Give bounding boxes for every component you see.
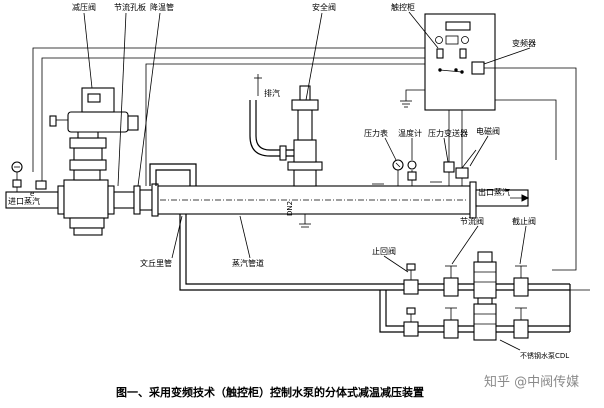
label-orifice-plate: 节流孔板	[114, 2, 146, 12]
label-control-cabinet: 触控柜	[391, 2, 415, 12]
instruments	[392, 149, 477, 186]
water-spray-pipe	[149, 163, 197, 186]
leader-lines	[83, 11, 531, 351]
label-venturi-tube: 文丘里管	[140, 258, 172, 268]
label-dn2: DN2	[286, 201, 294, 216]
label-reducing-valve: 减压阀	[72, 2, 96, 12]
signal-wires	[32, 47, 577, 271]
label-stop-valve: 截止阀	[512, 216, 536, 226]
control-cabinet	[424, 13, 496, 111]
main-steam-pipe	[157, 181, 530, 219]
cooling-water-line	[179, 214, 380, 291]
pump-station	[379, 251, 590, 341]
label-pressure-transmitter: 压力变送器	[428, 128, 468, 138]
ground-symbol	[400, 89, 425, 108]
label-inverter: 变频器	[512, 38, 536, 48]
label-solenoid-valve: 电磁阀	[476, 126, 500, 136]
label-thermometer: 温度计	[398, 128, 422, 138]
label-inlet-steam: 进口蒸汽	[8, 196, 40, 206]
figure-caption: 图一、采用变频技术（触控柜）控制水泵的分体式减温减压装置	[116, 385, 424, 399]
label-check-valve: 止回阀	[372, 246, 396, 256]
label-outlet-steam: 出口蒸汽	[478, 187, 510, 197]
label-temp-lowering-pipe: 降温管	[150, 2, 174, 12]
inlet-piping	[5, 87, 159, 236]
label-throttle-valve: 节流阀	[460, 216, 484, 226]
safety-valve	[249, 74, 323, 228]
label-safety-valve: 安全阀	[312, 2, 336, 12]
label-elbow-mark: e	[30, 190, 34, 198]
watermark: 知乎 @中阀传媒	[484, 374, 579, 390]
label-vent: 排汽	[264, 88, 280, 98]
label-steam-pipe: 蒸汽管道	[232, 258, 264, 268]
label-pump: 不锈钢水泵CDL	[520, 351, 569, 360]
label-pressure-gauge: 压力表	[364, 128, 388, 138]
